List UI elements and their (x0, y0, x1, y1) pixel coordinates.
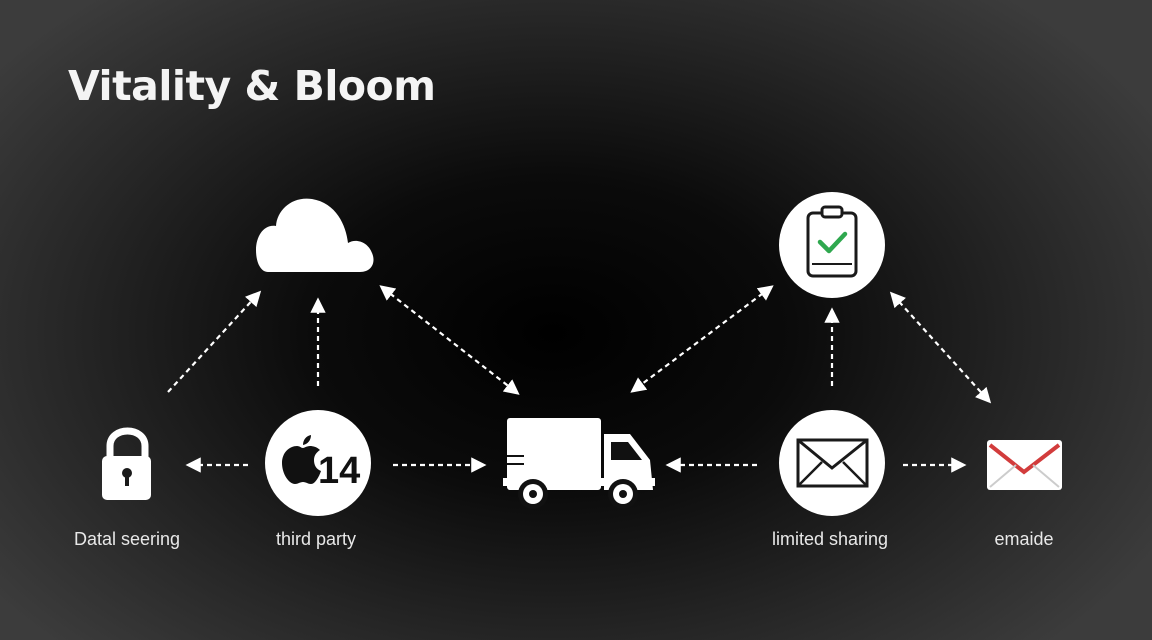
lock-label: Datal seering (73, 529, 181, 549)
mail-label: emaide (994, 529, 1054, 549)
diagram-title: Vitality & Bloom (68, 62, 436, 110)
envelope-icon (796, 438, 869, 488)
envelope-node (779, 410, 885, 516)
delivery-truck-icon (503, 418, 655, 509)
tablet-node (779, 192, 885, 298)
envelope-label: limited sharing (771, 529, 889, 549)
arrow-tablet-truck (630, 285, 774, 393)
arrow-tablet-mail (889, 291, 992, 404)
arrow-cloud-truck (379, 285, 520, 395)
tablet-check-icon (806, 205, 858, 278)
cloud-icon (256, 198, 374, 272)
apple-label: third party (275, 529, 357, 549)
lock-icon (102, 427, 151, 500)
arrow-lock-to-cloud (167, 290, 262, 393)
apple-node: 14 (265, 410, 371, 516)
apple-badge-text: 14 (318, 450, 360, 492)
mail-icon (987, 440, 1062, 490)
apple-logo-icon (282, 435, 321, 484)
